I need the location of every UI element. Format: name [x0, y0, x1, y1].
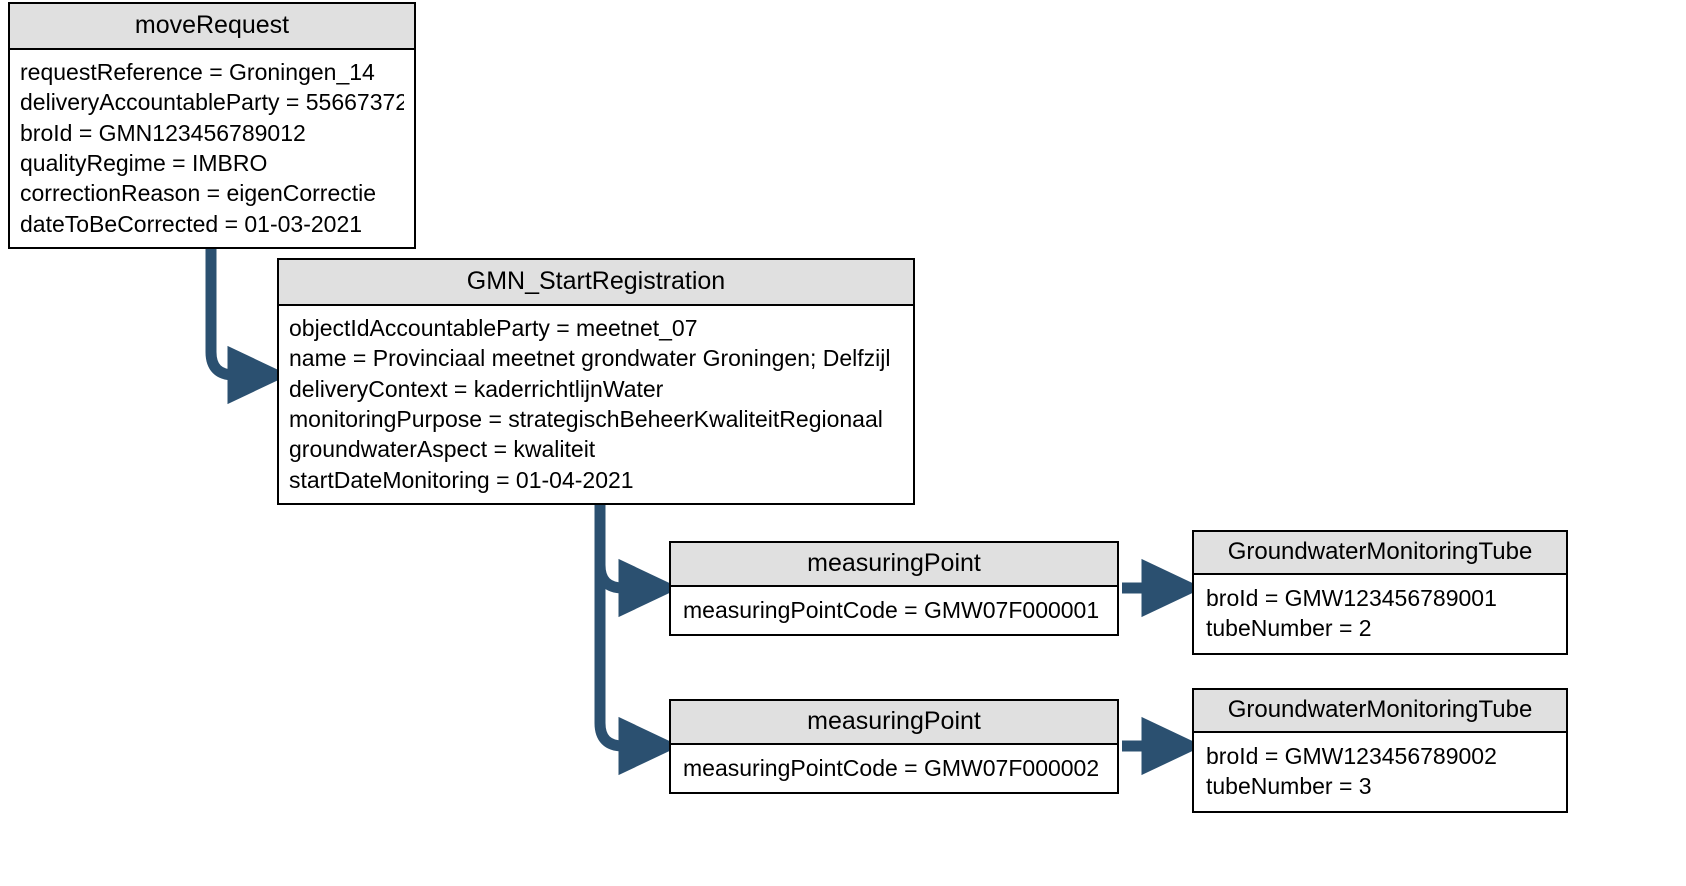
node-measuring-point-1[interactable]: measuringPoint measuringPointCode = GMW0…: [669, 541, 1119, 637]
node-measuring-point-2[interactable]: measuringPoint measuringPointCode = GMW0…: [669, 699, 1119, 795]
node-title-groundwater-monitoring-tube-2: GroundwaterMonitoringTube: [1194, 690, 1566, 733]
node-title-measuring-point-1: measuringPoint: [671, 543, 1117, 587]
node-title-move-request: moveRequest: [10, 4, 414, 50]
node-attributes-groundwater-monitoring-tube-1: broId = GMW123456789001 tubeNumber = 2: [1194, 575, 1566, 653]
attribute-row: broId = GMW123456789001: [1206, 585, 1497, 611]
attribute-row: broId = GMN123456789012: [20, 119, 306, 146]
attribute-row: deliveryAccountableParty = 55667372: [20, 89, 404, 116]
attribute-row: tubeNumber = 3: [1206, 773, 1372, 800]
attribute-row: correctionReason = eigenCorrectie: [20, 180, 377, 207]
node-groundwater-monitoring-tube-2[interactable]: GroundwaterMonitoringTube broId = GMW123…: [1192, 688, 1568, 813]
node-move-request[interactable]: moveRequest requestReference = Groningen…: [8, 2, 416, 250]
node-attributes-move-request: requestReference = Groningen_14 delivery…: [10, 50, 414, 248]
attribute-row: deliveryContext = kaderrichtlijnWater: [289, 375, 664, 402]
connector-gmnStartRegistration-to-measuringPoint2: [594, 486, 681, 776]
attribute-row: monitoringPurpose = strategischBeheerKwa…: [289, 406, 883, 433]
attribute-row: objectIdAccountableParty = meetnet_07: [289, 315, 698, 341]
node-gmn-start-registration[interactable]: GMN_StartRegistration objectIdAccountabl…: [277, 258, 915, 506]
node-title-groundwater-monitoring-tube-1: GroundwaterMonitoringTube: [1194, 532, 1566, 575]
attribute-row: tubeNumber = 2: [1206, 615, 1372, 642]
attribute-row: startDateMonitoring = 01-04-2021: [289, 466, 634, 493]
node-title-gmn-start-registration: GMN_StartRegistration: [279, 260, 913, 306]
node-title-measuring-point-2: measuringPoint: [671, 701, 1117, 745]
node-attributes-groundwater-monitoring-tube-2: broId = GMW123456789002 tubeNumber = 3: [1194, 733, 1566, 811]
attribute-row: measuringPointCode = GMW07F000002: [683, 755, 1100, 781]
attribute-row: requestReference = Groningen_14: [20, 59, 375, 85]
attribute-row: measuringPointCode = GMW07F000001: [683, 597, 1100, 623]
attribute-row: qualityRegime = IMBRO: [20, 150, 268, 177]
attribute-row: broId = GMW123456789002: [1206, 743, 1497, 769]
attribute-row: groundwaterAspect = kwaliteit: [289, 436, 596, 463]
node-groundwater-monitoring-tube-1[interactable]: GroundwaterMonitoringTube broId = GMW123…: [1192, 530, 1568, 655]
node-attributes-measuring-point-1: measuringPointCode = GMW07F000001: [671, 587, 1117, 635]
node-attributes-gmn-start-registration: objectIdAccountableParty = meetnet_07 na…: [279, 306, 913, 504]
node-attributes-measuring-point-2: measuringPointCode = GMW07F000002: [671, 745, 1117, 793]
attribute-row: name = Provinciaal meetnet grondwater Gr…: [289, 345, 891, 372]
attribute-row: dateToBeCorrected = 01-03-2021: [20, 210, 363, 237]
